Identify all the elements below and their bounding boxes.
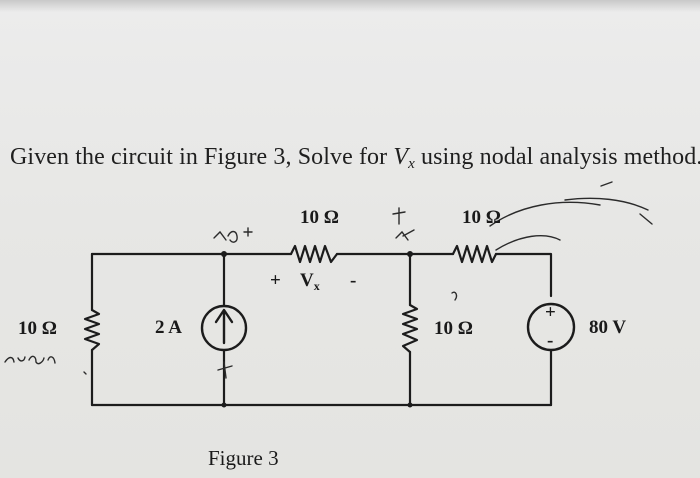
question-suffix: using nodal analysis method. — [414, 144, 700, 170]
vx-minus-sign: - — [350, 270, 356, 291]
left-resistor — [83, 308, 101, 352]
vx-letter: V — [300, 270, 314, 291]
handwritten-marks — [4, 181, 653, 379]
node-dot — [407, 251, 413, 257]
voltage-source-minus: - — [547, 330, 553, 351]
current-source-label: 2 A — [155, 317, 182, 338]
current-source-arrow — [214, 308, 234, 345]
middle-resistor — [401, 303, 419, 354]
vx-plus-sign: + — [270, 270, 281, 291]
node-dot — [407, 402, 413, 408]
left-resistor-label: 10 Ω — [18, 318, 57, 339]
question-variable: V — [393, 144, 409, 170]
top-right-resistor — [451, 244, 498, 264]
top-left-resistor — [289, 244, 339, 264]
voltage-source-label: 80 V — [589, 317, 626, 338]
top-right-resistor-label: 10 Ω — [462, 207, 501, 228]
current-source-circle — [200, 304, 248, 352]
vx-label: Vx — [300, 270, 320, 293]
question-variable-subscript: x — [408, 156, 415, 172]
voltage-source-plus: + — [545, 302, 556, 323]
middle-resistor-label: 10 Ω — [434, 318, 473, 339]
question-text: Given the circuit in Figure 3, Solve for… — [10, 144, 700, 173]
figure-caption: Figure 3 — [208, 446, 279, 470]
question-prefix: Given the circuit in Figure 3, Solve for — [10, 144, 394, 170]
top-wire — [90, 252, 553, 298]
node-dot — [221, 251, 227, 257]
node-dot — [221, 402, 227, 408]
top-left-resistor-label: 10 Ω — [300, 207, 339, 228]
vx-subscript: x — [314, 279, 320, 293]
page-edge-shadow — [0, 0, 700, 12]
